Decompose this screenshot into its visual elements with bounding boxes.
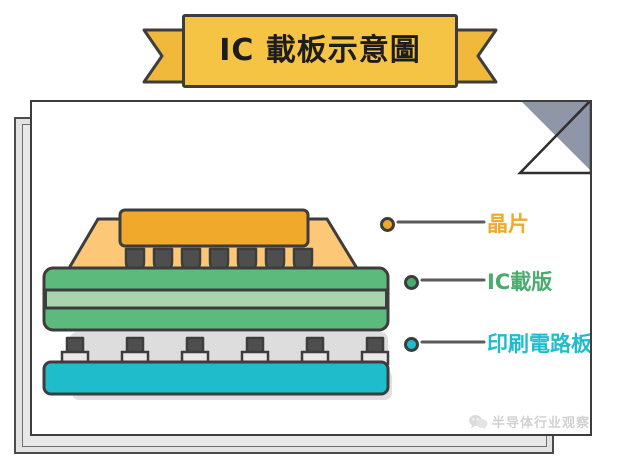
ic-substrate-cross-section (42, 208, 486, 400)
legend-dot-pcb (404, 337, 419, 352)
watermark: 半导体行业观察 (468, 412, 590, 431)
title-banner: IC 載板示意圖 (140, 14, 500, 90)
legend-dot-die (380, 217, 395, 232)
legend-label-die: 晶片 (487, 212, 529, 236)
wechat-icon (469, 414, 488, 429)
legend-dot-substrate (404, 275, 419, 290)
legend-label-substrate: IC載版 (487, 270, 553, 294)
legend-item-substrate[interactable]: IC載版 (404, 272, 552, 293)
legend-item-pcb[interactable]: 印刷電路板 (404, 332, 592, 356)
legend-label-pcb: 印刷電路板 (487, 332, 592, 356)
page-title: IC 載板示意圖 (219, 33, 421, 68)
leader-lines (396, 220, 486, 344)
diagram-card: 晶片 IC載版 印刷電路板 (30, 100, 592, 436)
legend-item-die[interactable]: 晶片 (380, 214, 529, 235)
watermark-text: 半导体行业观察 (492, 416, 591, 431)
die-chip (118, 208, 310, 248)
ribbon-body: IC 載板示意圖 (182, 14, 458, 88)
pcb-layer (42, 360, 390, 396)
legend: 晶片 IC載版 印刷電路板 (32, 102, 592, 434)
ic-substrate-layer (42, 266, 390, 332)
